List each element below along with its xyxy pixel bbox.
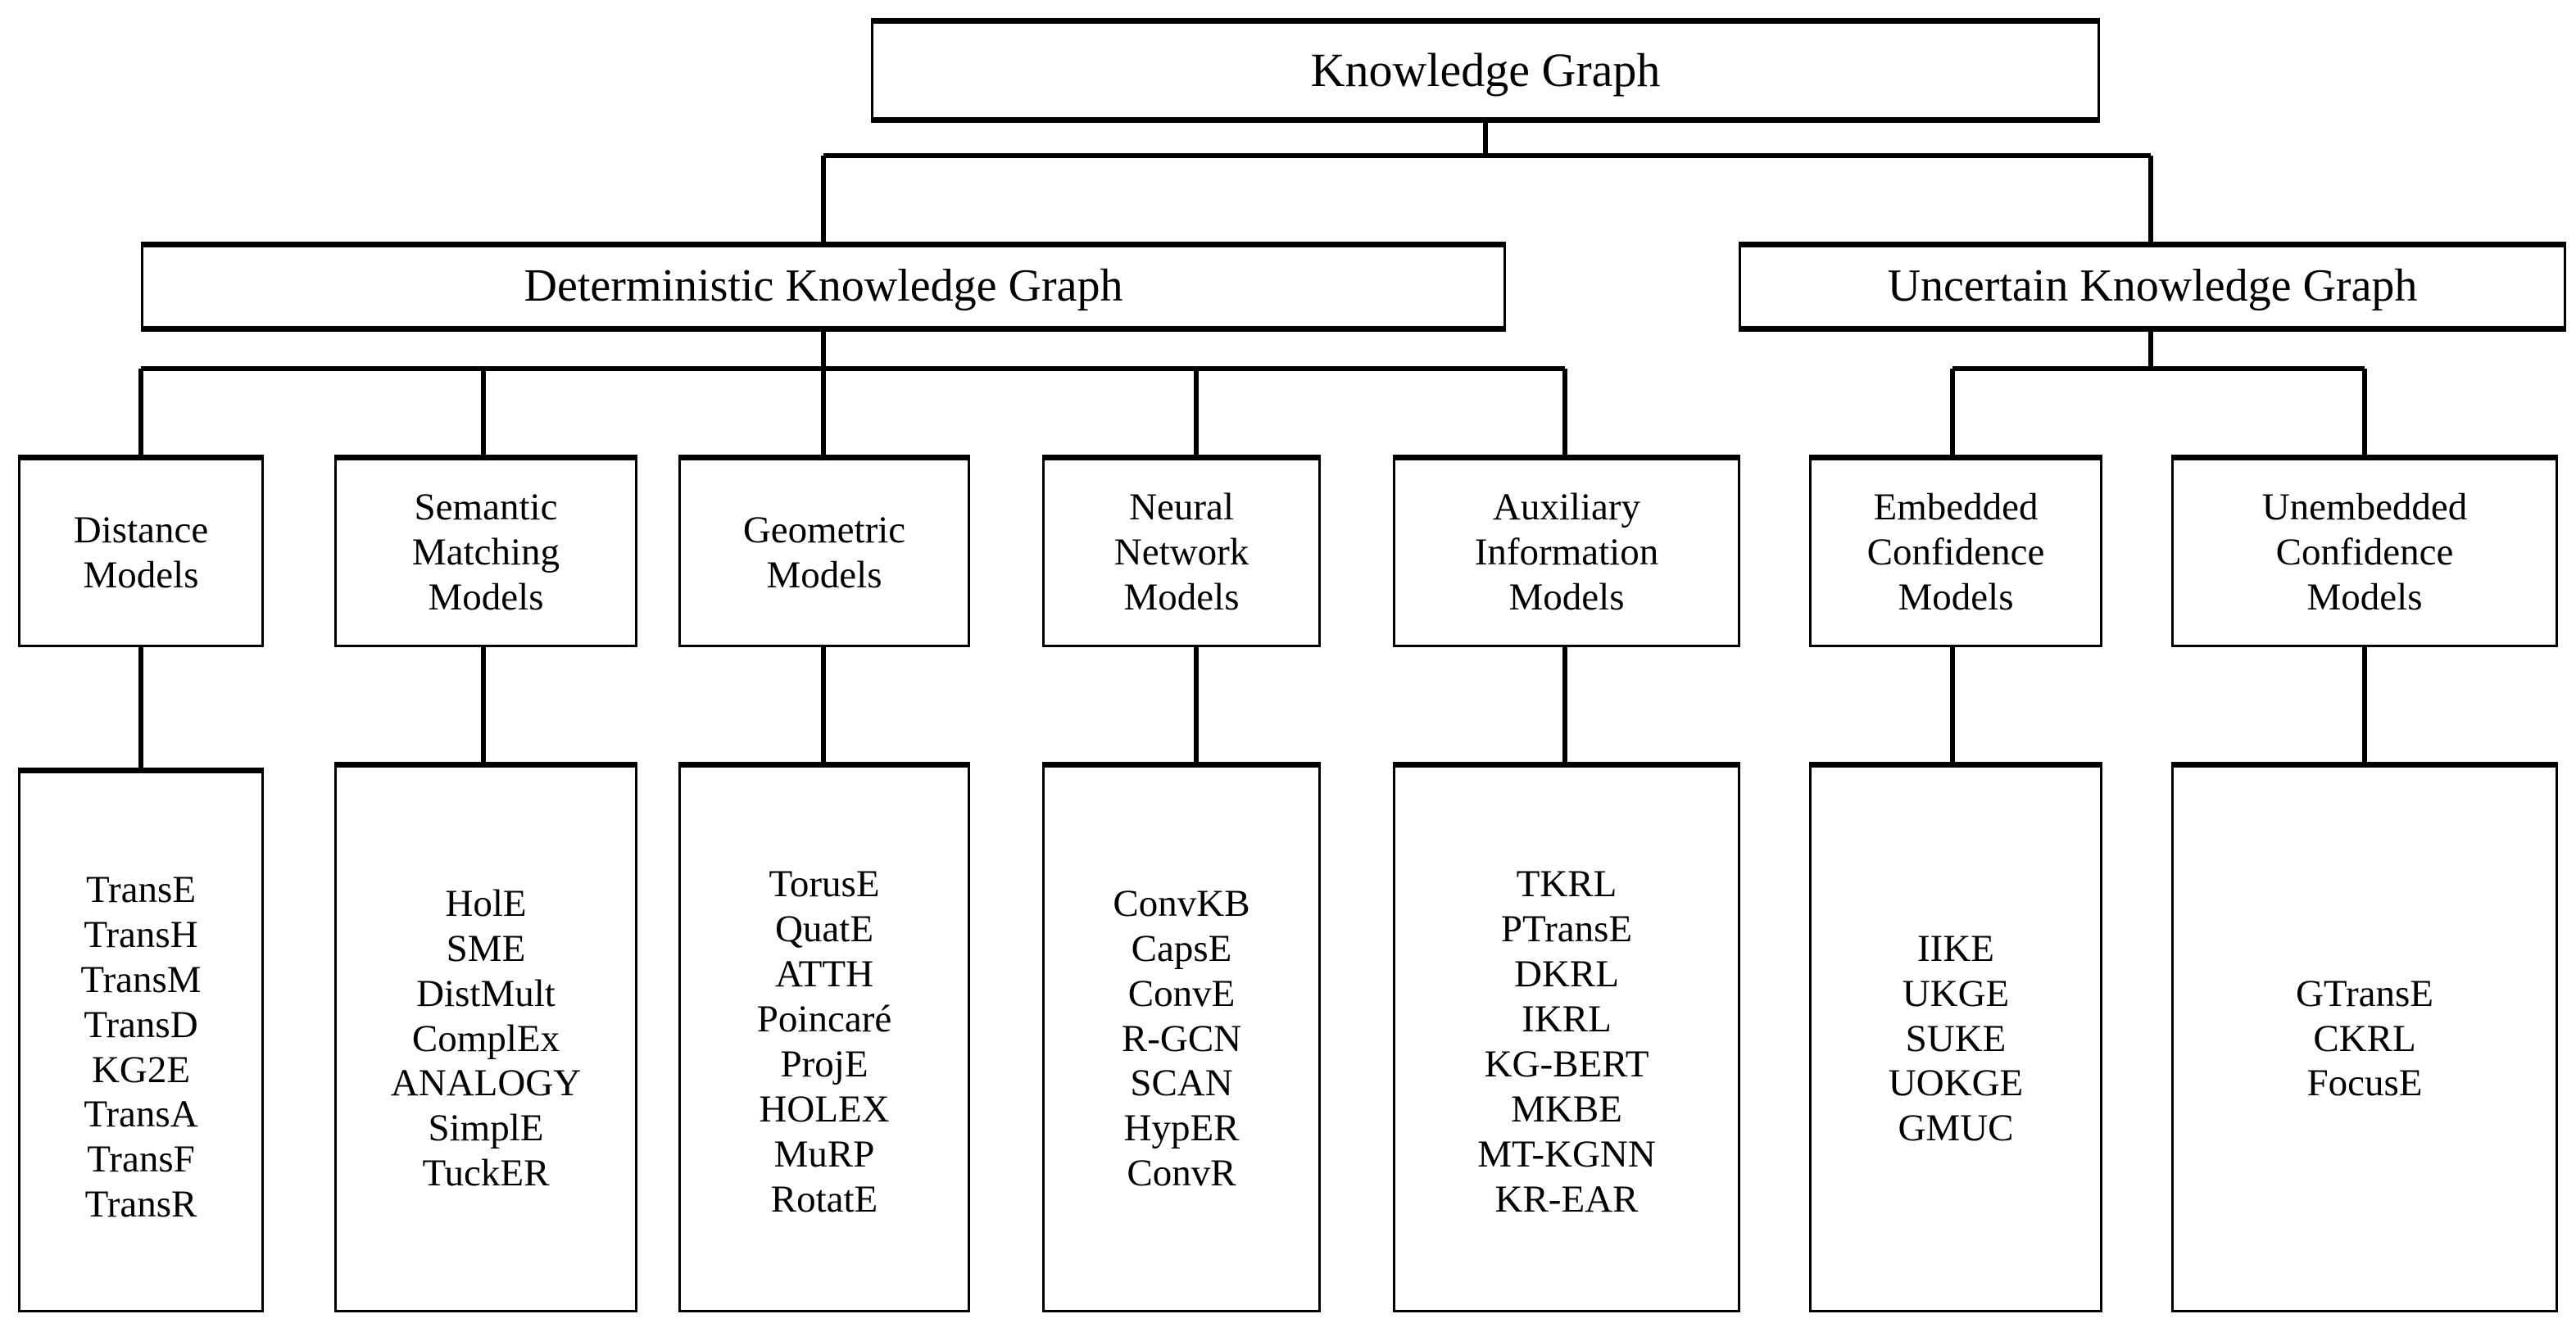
leaf-list-semantic-matching-models: HolE SME DistMult ComplEx ANALOGY SimplE… [337,768,635,1310]
node-semantic-matching-models: Semantic Matching Models [334,455,637,647]
list-item: SUKE [1905,1017,2007,1060]
leaf-box-unembedded-confidence-models: GTransE CKRL FocusE [2171,762,2558,1312]
node-unembedded-confidence-models-line-3: Models [2306,575,2423,618]
list-item: TuckER [422,1152,550,1195]
list-item: GMUC [1898,1107,2014,1150]
list-item: KG2E [91,1048,191,1091]
list-item: CKRL [2313,1017,2416,1060]
list-item: ProjE [780,1043,868,1085]
list-item: UKGE [1902,972,2010,1015]
node-knowledge-graph: Knowledge Graph [871,18,2100,123]
node-geometric-models: Geometric Models [678,455,970,647]
node-neural-network-models-line-2: Network [1113,531,1249,573]
list-item: UOKGE [1888,1062,2024,1105]
node-embedded-confidence-models-line-3: Models [1898,575,2014,618]
node-unembedded-confidence-models: Unembedded Confidence Models [2171,455,2558,647]
leaf-box-semantic-matching-models: HolE SME DistMult ComplEx ANALOGY SimplE… [334,762,637,1312]
list-item: HypER [1123,1107,1240,1150]
list-item: ComplEx [411,1017,560,1060]
node-unembedded-confidence-models-line-1: Unembedded [2261,486,2468,529]
list-item: TransH [84,913,198,956]
list-item: R-GCN [1121,1017,1242,1060]
list-item: TKRL [1516,863,1617,906]
leaf-box-auxiliary-information-models: TKRL PTransE DKRL IKRL KG-BERT MKBE MT-K… [1393,762,1740,1312]
leaf-list-auxiliary-information-models: TKRL PTransE DKRL IKRL KG-BERT MKBE MT-K… [1395,774,1738,1310]
list-item: RotatE [770,1177,878,1221]
node-embedded-confidence-models-line-2: Confidence [1866,531,2045,573]
node-uncertain-knowledge-graph: Uncertain Knowledge Graph [1739,242,2566,332]
node-neural-network-models-line-1: Neural [1129,486,1234,529]
list-item: Poincaré [756,998,892,1041]
list-item: HOLEX [759,1087,890,1130]
list-item: TransM [80,958,202,1001]
list-item: MT-KGNN [1477,1132,1656,1176]
node-unembedded-confidence-models-line-2: Confidence [2275,531,2454,573]
list-item: IKRL [1522,998,1612,1041]
node-auxiliary-information-models-line-2: Information [1474,531,1659,573]
list-item: MKBE [1511,1087,1622,1130]
list-item: SimplE [428,1107,544,1150]
list-item: CapsE [1131,927,1232,970]
leaf-list-unembedded-confidence-models: GTransE CKRL FocusE [2174,768,2556,1310]
node-semantic-matching-models-line-2: Matching [411,531,560,573]
node-deterministic-knowledge-graph-label: Deterministic Knowledge Graph [524,261,1123,312]
list-item: DistMult [416,972,556,1015]
node-auxiliary-information-models-line-3: Models [1508,575,1625,618]
node-embedded-confidence-models: Embedded Confidence Models [1809,455,2102,647]
list-item: ATTH [774,953,874,996]
list-item: QuatE [774,908,874,951]
list-item: SME [446,927,526,970]
node-auxiliary-information-models: Auxiliary Information Models [1393,455,1740,647]
node-geometric-models-line-2: Models [766,553,882,596]
list-item: KG-BERT [1484,1043,1649,1085]
node-distance-models-line-2: Models [83,553,199,596]
node-distance-models: Distance Models [18,455,264,647]
leaf-list-geometric-models: TorusE QuatE ATTH Poincaré ProjE HOLEX M… [681,774,968,1310]
list-item: GTransE [2295,972,2433,1015]
list-item: KR-EAR [1494,1177,1639,1221]
list-item: TransR [84,1183,197,1226]
list-item: ConvKB [1113,881,1250,925]
list-item: DKRL [1514,953,1619,996]
list-item: ANALOGY [390,1062,582,1105]
list-item: ConvE [1127,972,1236,1015]
node-deterministic-knowledge-graph: Deterministic Knowledge Graph [141,242,1506,332]
list-item: PTransE [1500,908,1633,951]
list-item: HolE [445,881,527,925]
list-item: IIKE [1917,927,1994,970]
node-neural-network-models: Neural Network Models [1042,455,1321,647]
list-item: TransF [87,1138,195,1181]
list-item: ConvR [1127,1152,1236,1195]
node-geometric-models-line-1: Geometric [742,508,906,551]
list-item: SCAN [1130,1062,1233,1105]
leaf-box-embedded-confidence-models: IIKE UKGE SUKE UOKGE GMUC [1809,762,2102,1312]
list-item: TransA [84,1093,198,1136]
list-item: TransE [85,868,197,911]
node-knowledge-graph-label: Knowledge Graph [1310,43,1661,97]
node-distance-models-line-1: Distance [73,508,209,551]
node-uncertain-knowledge-graph-label: Uncertain Knowledge Graph [1887,261,2418,312]
leaf-box-neural-network-models: ConvKB CapsE ConvE R-GCN SCAN HypER Conv… [1042,762,1321,1312]
leaf-list-neural-network-models: ConvKB CapsE ConvE R-GCN SCAN HypER Conv… [1045,768,1318,1310]
node-embedded-confidence-models-line-1: Embedded [1873,486,2039,529]
list-item: FocusE [2306,1062,2423,1105]
node-semantic-matching-models-line-3: Models [428,575,544,618]
leaf-list-distance-models: TransE TransH TransM TransD KG2E TransA … [20,785,261,1310]
node-semantic-matching-models-line-1: Semantic [414,486,558,529]
list-item: TransD [84,1003,198,1046]
list-item: MuRP [773,1132,875,1176]
leaf-list-embedded-confidence-models: IIKE UKGE SUKE UOKGE GMUC [1812,768,2100,1310]
leaf-box-geometric-models: TorusE QuatE ATTH Poincaré ProjE HOLEX M… [678,762,970,1312]
node-neural-network-models-line-3: Models [1123,575,1240,618]
leaf-box-distance-models: TransE TransH TransM TransD KG2E TransA … [18,768,264,1312]
node-auxiliary-information-models-line-1: Auxiliary [1492,486,1641,529]
list-item: TorusE [769,863,880,906]
